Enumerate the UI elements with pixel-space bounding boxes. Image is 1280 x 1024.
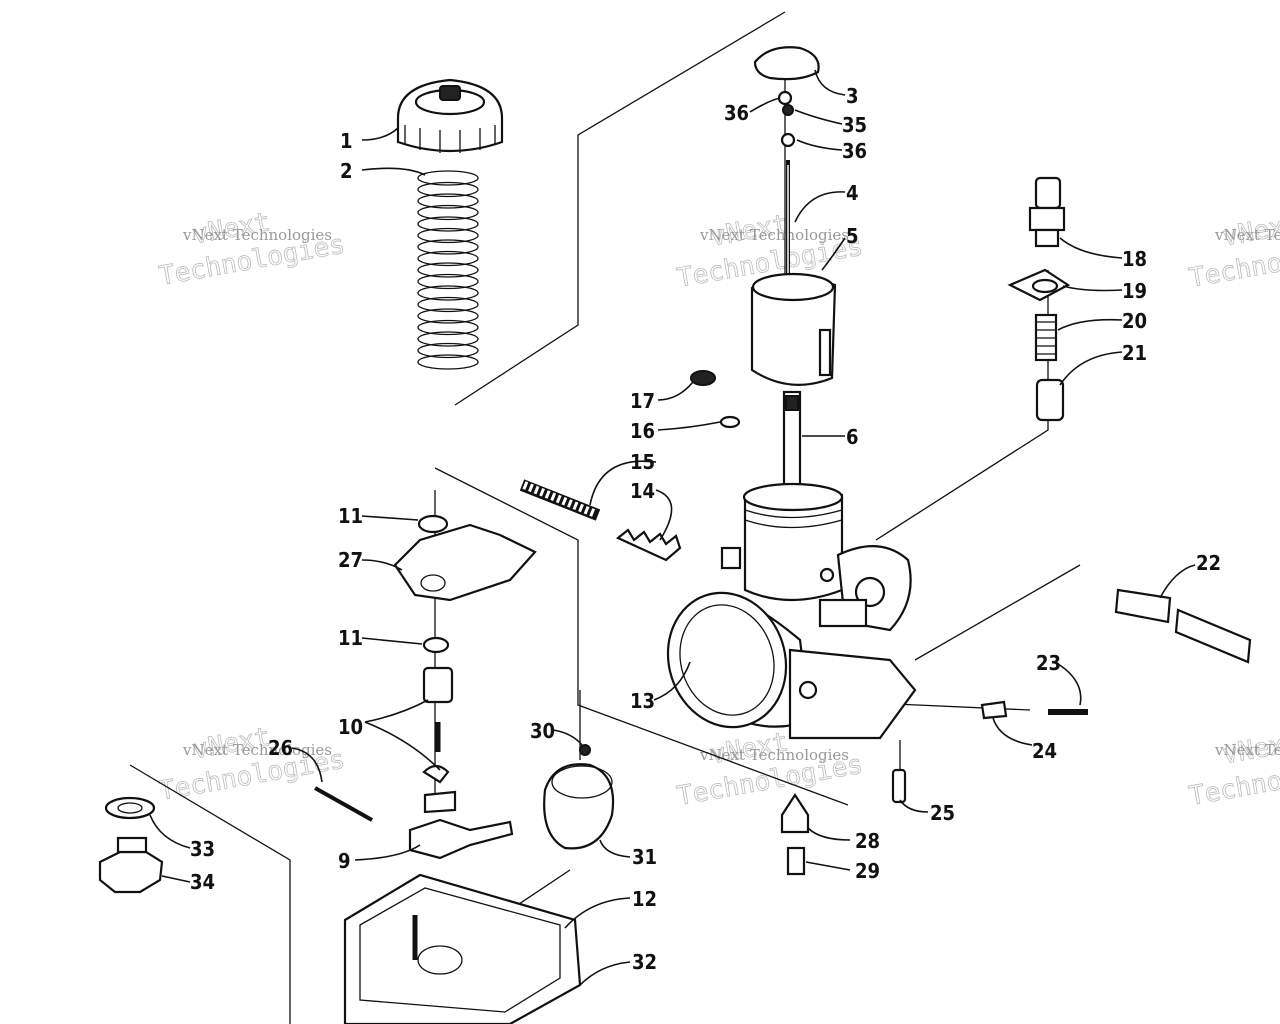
callout-32: 32 [632,950,657,974]
watermark-6: vNext Technologies [1186,727,1280,812]
callout-14: 14 [630,479,655,503]
callout-27: 27 [338,548,363,572]
part-25-28-29-jets [780,768,907,876]
spring-coil [417,319,479,336]
part-15-idle-screw [519,479,601,521]
callout-34: 34 [190,870,215,894]
spring-coil [417,331,479,347]
callout-18: 18 [1122,247,1147,271]
spring-coil [417,354,479,370]
part-18-21-air-screw-stack [1007,176,1071,422]
part-6-starter-plunger [782,390,802,506]
spring-coil [417,216,479,232]
callout-9: 9 [338,849,351,873]
part-23-24-pilot-screw [980,700,1088,720]
part-9-float-arm [408,790,514,860]
watermark-3: vNext Technologies [1186,209,1280,294]
callout-35: 35 [842,113,867,137]
part-33-34-drain-plug [98,796,164,894]
callout-25: 25 [930,801,955,825]
part-16-17-screw-washer [690,370,741,429]
callout-21: 21 [1122,341,1147,365]
spring-coil [417,181,479,198]
callout-26: 26 [268,736,293,760]
callout-23: 23 [1036,651,1061,675]
callout-28: 28 [855,829,880,853]
part-12-32-float-bowl [343,873,582,1024]
spring-coil [417,308,479,324]
callout-5: 5 [846,224,859,248]
spring-coil [417,170,479,186]
callout-12: 12 [632,887,657,911]
watermark-brand-2: vNext Technologies [699,226,849,244]
callout-24: 24 [1032,739,1057,763]
callout-1: 1 [340,129,353,153]
part-31-float [543,744,615,850]
callout-30: 30 [530,719,555,743]
spring-coil [417,204,479,221]
assembly-guide-lines [129,11,1081,1024]
spring-coil [417,342,479,359]
part-2-throttle-spring [417,170,479,370]
part-14-idle-spring [615,528,682,562]
watermark-brand-4: vNext Technologies [182,741,332,759]
callout-10: 10 [338,715,363,739]
callout-29: 29 [855,859,880,883]
callout-20: 20 [1122,309,1147,333]
callout-labels: 1 2 3 36 35 36 4 5 18 19 20 21 17 16 6 1… [190,84,1221,974]
callout-22: 22 [1196,551,1221,575]
watermark-brand-1: vNext Technologies [182,226,332,244]
spring-coil [417,262,479,278]
spring-coil [417,227,479,244]
callout-11-top: 11 [338,504,363,528]
callout-11: 11 [338,626,363,650]
callout-2: 2 [340,159,353,183]
spring-coil [417,239,479,255]
watermark-brand-3: vNext Technologies [1214,226,1280,244]
callout-31: 31 [632,845,657,869]
watermark-brand-5: vNext Technologies [699,746,849,764]
callout-36: 36 [842,139,867,163]
leader-lines [149,69,1196,986]
callout-4: 4 [846,181,859,205]
part-1-carb-cap [396,78,504,153]
watermark-brand-6: vNext Technologies [1214,741,1280,759]
spring-coil [417,296,479,313]
part-11-27-gasket [393,514,537,654]
part-3-needle-clip-plate [753,46,820,148]
spring-coil [417,285,479,301]
callout-33: 33 [190,837,215,861]
callout-15: 15 [630,450,655,474]
callout-3: 3 [846,84,859,108]
spring-coil [417,250,479,267]
callout-17: 17 [630,389,655,413]
spring-coil [417,273,479,290]
carb-body [666,482,917,740]
part-10-float-needle-valve [422,666,454,784]
callout-19: 19 [1122,279,1147,303]
part-5-throttle-slide [750,272,837,386]
callout-6: 6 [846,425,859,449]
callout-16: 16 [630,419,655,443]
callout-36-top: 36 [724,101,749,125]
spring-coil [417,193,479,209]
part-26-float-pin [314,786,373,822]
part-22-vent-hose [1114,588,1252,664]
callout-13: 13 [630,689,655,713]
